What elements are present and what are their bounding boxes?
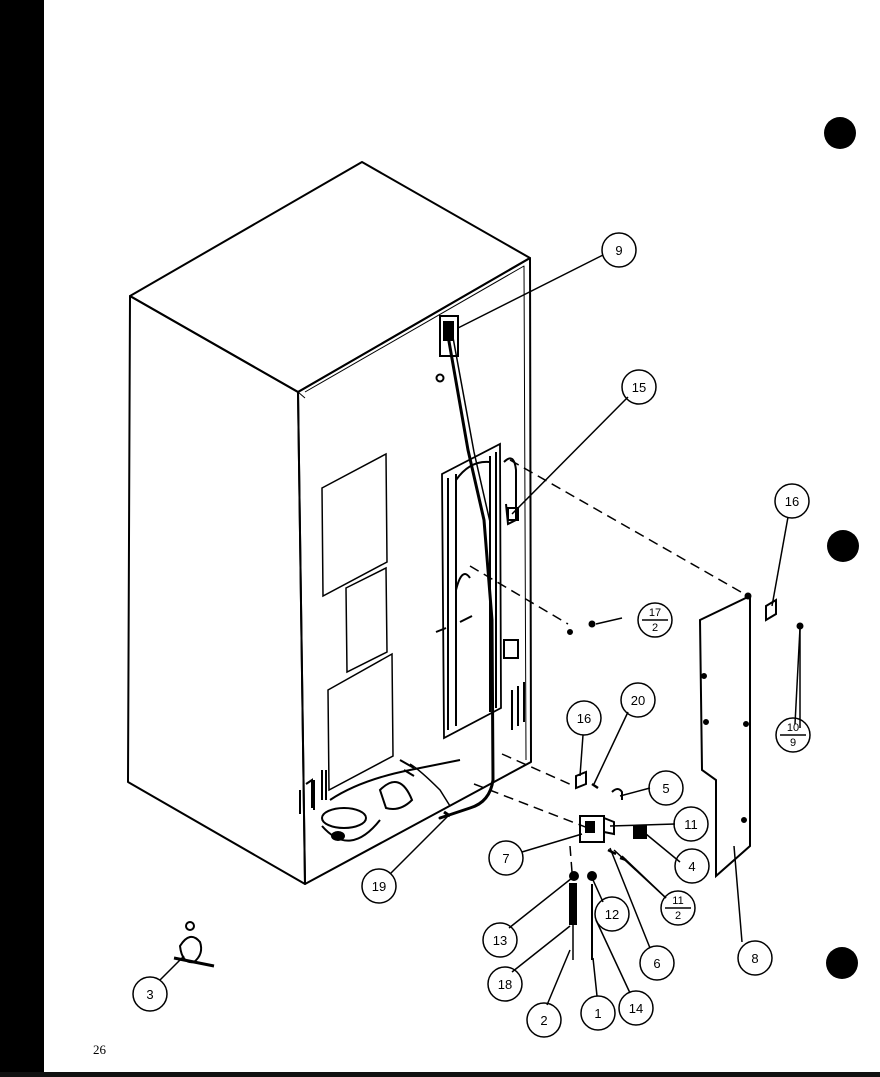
callout-7 [488,840,524,876]
label-plate-lower [327,652,394,792]
callout-16-top-label: 16 [785,494,799,509]
callout-11-label: 11 [684,817,698,832]
page-number: 26 [93,1042,106,1057]
back-panel-labels [321,452,394,792]
drain-bracket [435,315,459,383]
scan-edge-border [0,0,44,1077]
compressor-area [299,682,525,842]
callout-7-label: 7 [502,851,509,866]
water-valve-7 [579,815,605,843]
callout-6-label: 6 [653,956,660,971]
callout-4 [674,848,710,884]
callout-6 [639,945,675,981]
cabinet-side-face [127,295,306,885]
callout-13 [482,922,518,958]
callouts [132,232,811,1038]
callout-5 [648,770,684,806]
scan-bottom-border [0,1072,880,1077]
callout-9-label: 9 [615,243,622,258]
clip-part-16-top [765,598,777,622]
label-plate-middle [345,566,388,674]
binder-hole-top [824,117,856,149]
callout-2-label: 2 [540,1013,547,1028]
screw-part-5 [611,788,623,800]
callout-20 [620,682,656,718]
callout-11 [673,806,709,842]
callout-18-label: 18 [498,977,512,992]
callout-19-label: 19 [372,879,386,894]
refrigerator-cabinet [127,161,532,885]
callout-10-over-9-top: 10 [787,722,799,734]
binder-hole-bottom [826,947,858,979]
callout-10-over-9-bottom: 9 [790,737,796,749]
hardware-parts [443,598,804,960]
callout-17-over-2-bottom: 2 [652,622,658,634]
callout-5-label: 5 [662,781,669,796]
callout-8-label: 8 [751,951,758,966]
callout-13-label: 13 [493,933,507,948]
callout-16-top [774,483,810,519]
callout-12-label: 12 [605,907,619,922]
cabinet-top-face [129,161,531,393]
cabinet-back-flange [304,265,527,761]
callout-14-label: 14 [629,1001,643,1016]
callout-1-label: 1 [594,1006,601,1021]
callout-16-lower [566,700,602,736]
callout-15-label: 15 [632,380,646,395]
callout-16-lower-label: 16 [577,711,591,726]
callout-12 [594,896,630,932]
label-plate-upper [321,452,388,598]
binder-hole-middle [827,530,859,562]
callout-8 [737,940,773,976]
callout-3-label: 3 [146,987,153,1002]
assembly-dashed-lines [469,459,749,873]
callout-4-label: 4 [688,859,695,874]
callout-1 [580,995,616,1031]
callout-19 [361,868,397,904]
callout-3 [132,976,168,1012]
callout-17-over-2-top: 17 [649,607,661,619]
callout-11-over-2 [660,890,696,926]
callout-2 [526,1002,562,1038]
callout-9 [601,232,637,268]
nut-part-12 [587,871,597,881]
callout-20-label: 20 [631,693,645,708]
callout-14 [618,990,654,1026]
callout-11-over-2-bottom: 2 [675,910,681,922]
cabinet-back-face [297,257,532,885]
clip-part-16-lower [575,770,587,790]
sleeve-part-18 [569,883,577,925]
callout-10-over-9 [775,717,811,753]
callout-11-over-2-top: 11 [672,895,683,907]
tube-clip [503,457,519,526]
drain-hose [438,328,495,820]
callout-labels: 9 15 16 20 16 5 11 7 4 19 13 12 6 8 3 18… [146,243,799,1028]
callout-15 [621,369,657,405]
callout-17-over-2 [637,602,673,638]
access-panel [698,592,752,879]
callout-18 [487,966,523,1002]
fitting-part-4 [633,825,647,839]
